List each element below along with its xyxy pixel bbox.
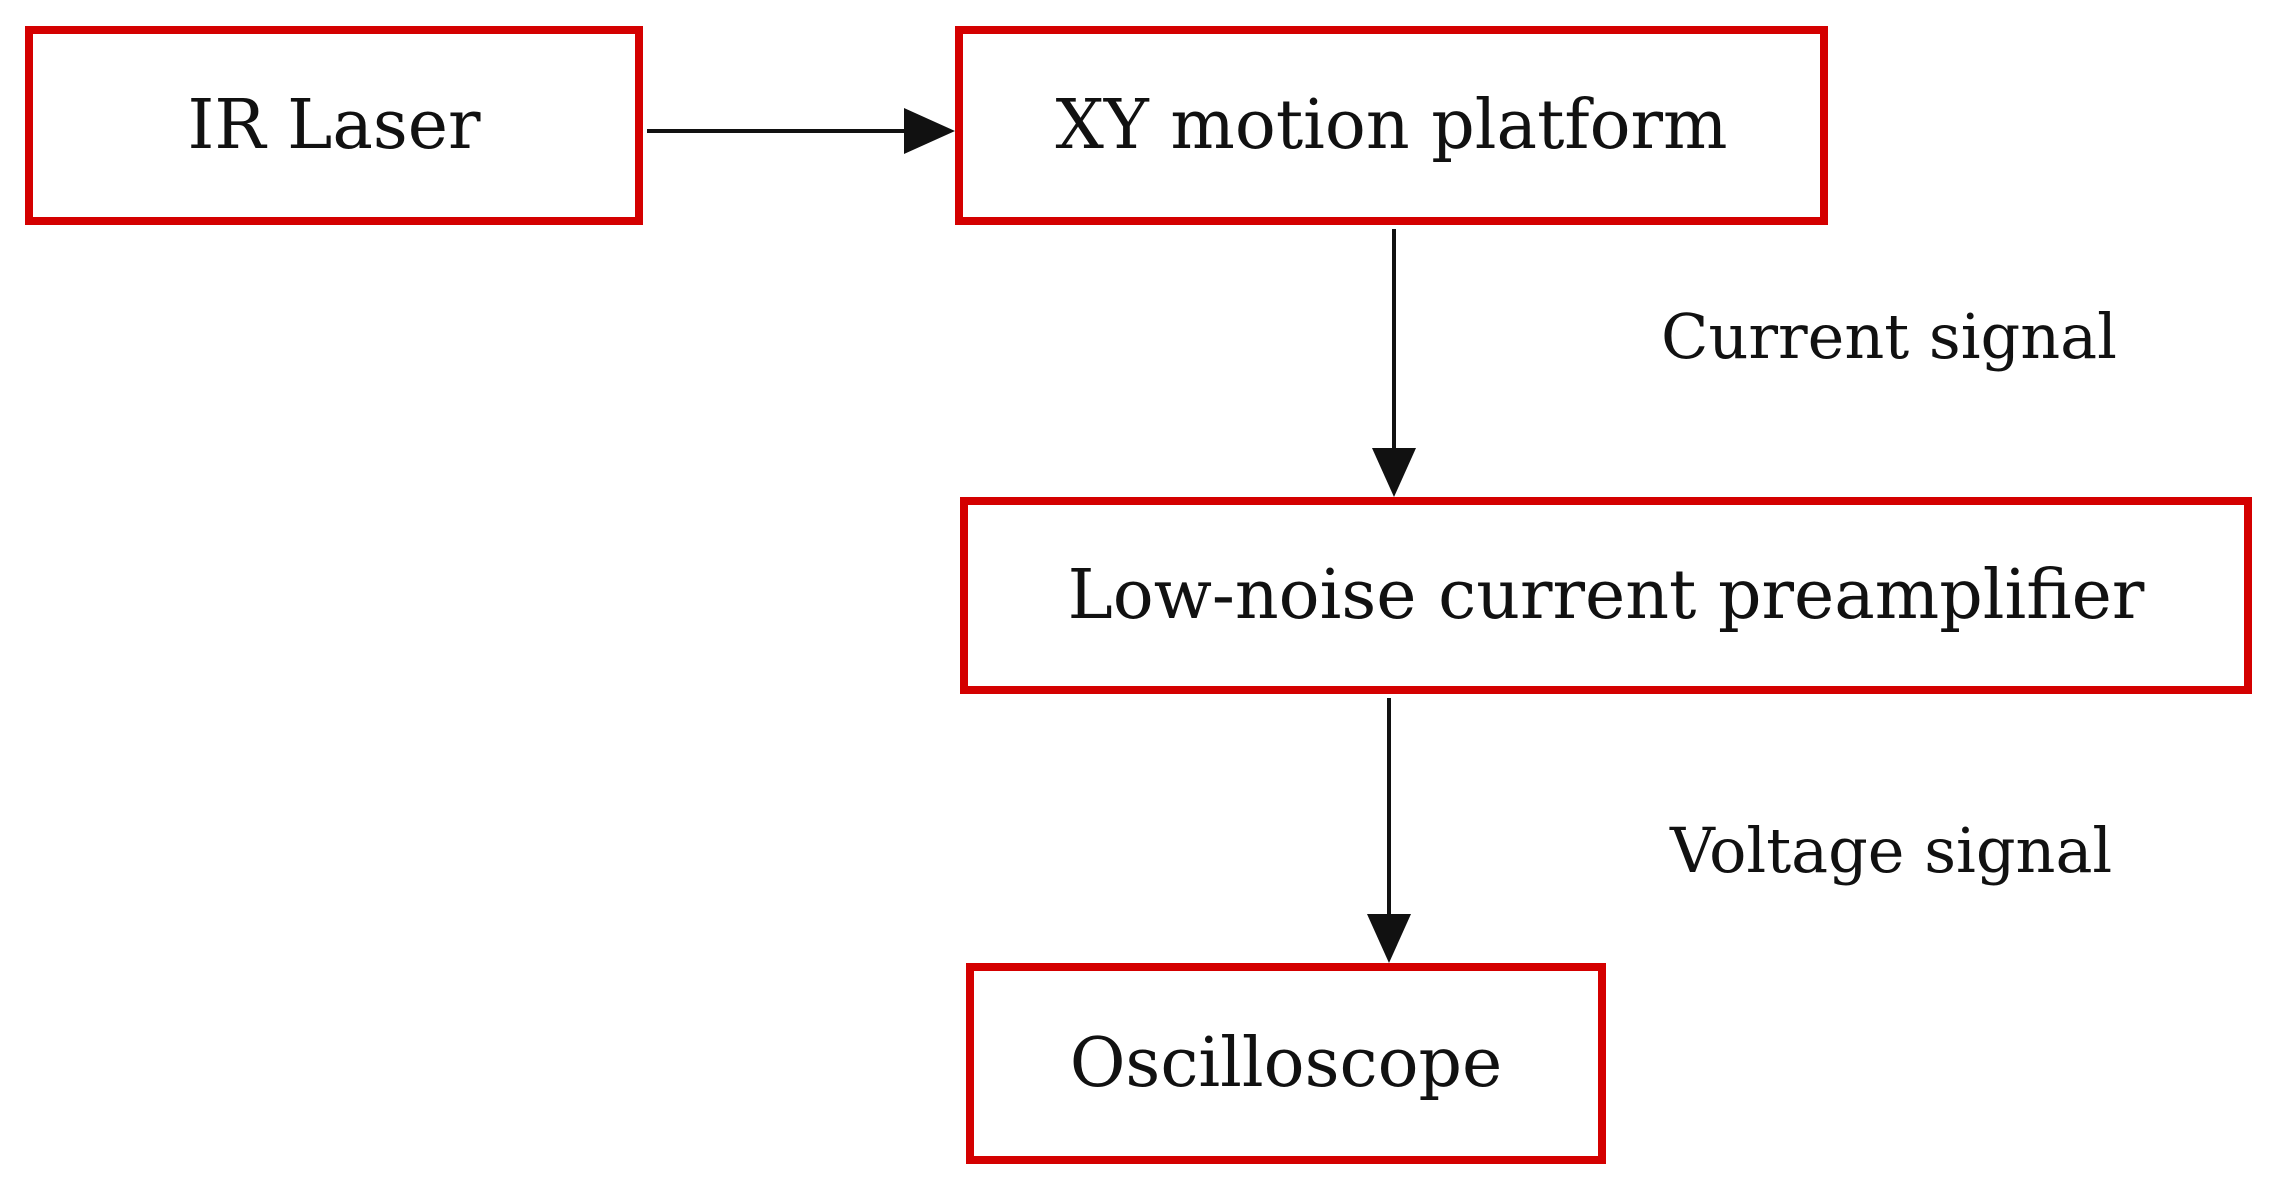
xy-motion-platform-box: XY motion platform	[955, 26, 1828, 225]
low-noise-current-preamplifier-label: Low-noise current preamplifier	[1067, 555, 2145, 635]
ir-laser-label: IR Laser	[187, 85, 481, 165]
voltage-signal-label: Voltage signal	[1670, 814, 2113, 887]
arrow-platform-to-preamp-head	[1372, 448, 1416, 497]
xy-motion-platform-label: XY motion platform	[1055, 85, 1728, 165]
oscilloscope-label: Oscilloscope	[1069, 1023, 1503, 1103]
arrow-preamp-to-oscilloscope-head	[1367, 914, 1411, 963]
current-signal-label: Current signal	[1661, 300, 2117, 373]
low-noise-current-preamplifier-box: Low-noise current preamplifier	[960, 497, 2252, 694]
arrow-laser-to-platform-head	[904, 108, 955, 154]
oscilloscope-box: Oscilloscope	[966, 963, 1606, 1164]
ir-laser-box: IR Laser	[25, 26, 643, 225]
